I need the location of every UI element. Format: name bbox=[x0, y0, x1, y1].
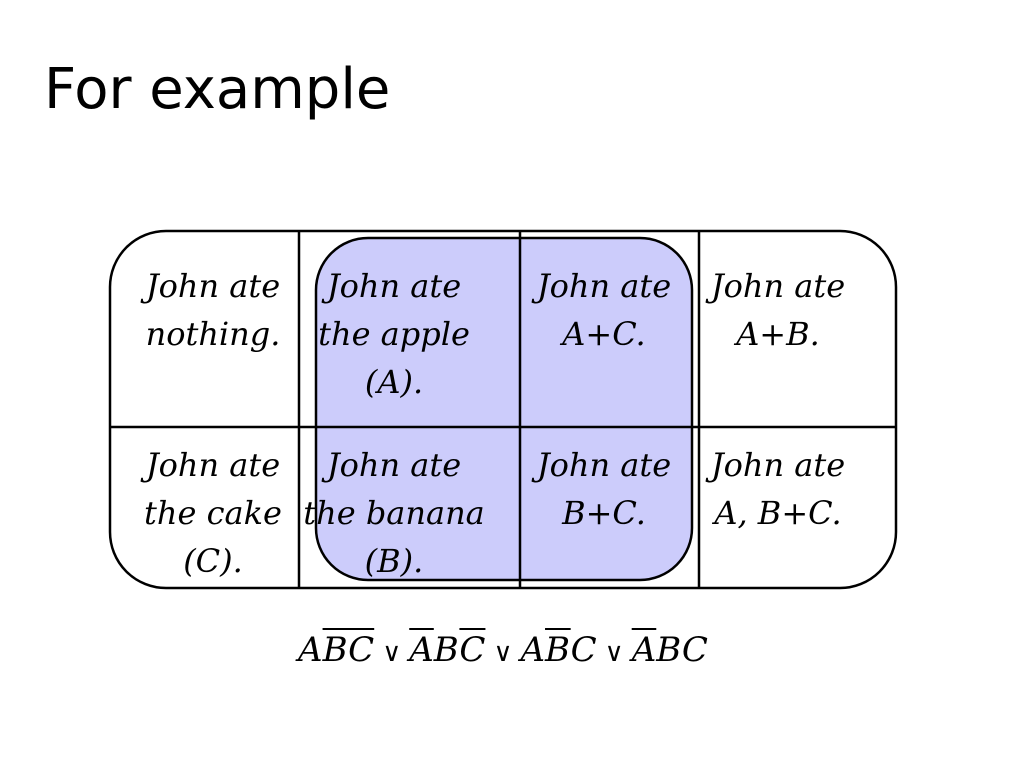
cell-line: nothing. bbox=[146, 315, 281, 353]
cell-line: the cake bbox=[144, 494, 282, 532]
outer-frame bbox=[108, 229, 898, 590]
negated-literal: A bbox=[631, 630, 657, 670]
cell-line: John ate bbox=[140, 267, 280, 305]
literal: C bbox=[570, 630, 597, 670]
boolean-formula: ABC∨ABC∨ABC∨ABC bbox=[298, 630, 708, 670]
cell-line: John ate bbox=[321, 267, 461, 305]
cell-line: John ate bbox=[321, 446, 461, 484]
formula-term: ABC bbox=[298, 630, 374, 670]
slide-title: For example bbox=[44, 57, 391, 122]
literal: A bbox=[520, 630, 546, 670]
cell-line: (B). bbox=[365, 542, 424, 580]
or-operator: ∨ bbox=[382, 638, 402, 668]
cell-line: A+B. bbox=[733, 315, 820, 353]
literal: BC bbox=[656, 630, 708, 670]
or-operator: ∨ bbox=[604, 638, 624, 668]
cell-line: John ate bbox=[705, 267, 845, 305]
cell-line: B+C. bbox=[561, 494, 646, 532]
cell-0-0: John ate nothing. bbox=[140, 267, 281, 353]
literal: A bbox=[298, 630, 323, 670]
cell-line: A+C. bbox=[559, 315, 645, 353]
formula-term: ABC bbox=[409, 630, 485, 670]
cell-line: the apple bbox=[318, 315, 470, 353]
cell-0-1: John ate the apple (A). bbox=[318, 267, 470, 401]
cell-1-1: John ate the banana (B). bbox=[303, 446, 485, 580]
negated-literal: C bbox=[459, 630, 486, 670]
cell-line: John ate bbox=[140, 446, 280, 484]
negated-literal: BC bbox=[322, 630, 375, 670]
literal: B bbox=[433, 630, 460, 670]
cell-line: John ate bbox=[705, 446, 845, 484]
cell-line: John ate bbox=[531, 446, 671, 484]
cell-line: A, B+C. bbox=[711, 494, 841, 532]
formula-term: ABC bbox=[632, 630, 708, 670]
formula-term: ABC bbox=[520, 630, 596, 670]
cell-1-3: John ate A, B+C. bbox=[705, 446, 845, 532]
cell-line: John ate bbox=[531, 267, 671, 305]
negated-literal: B bbox=[545, 630, 571, 670]
cell-line: (A). bbox=[365, 363, 423, 401]
cell-1-0: John ate the cake (C). bbox=[140, 446, 282, 580]
cell-line: (C). bbox=[183, 542, 243, 580]
negated-literal: A bbox=[409, 630, 434, 670]
cell-line: the banana bbox=[303, 494, 485, 532]
highlight-region bbox=[314, 236, 694, 582]
or-operator: ∨ bbox=[493, 638, 513, 668]
